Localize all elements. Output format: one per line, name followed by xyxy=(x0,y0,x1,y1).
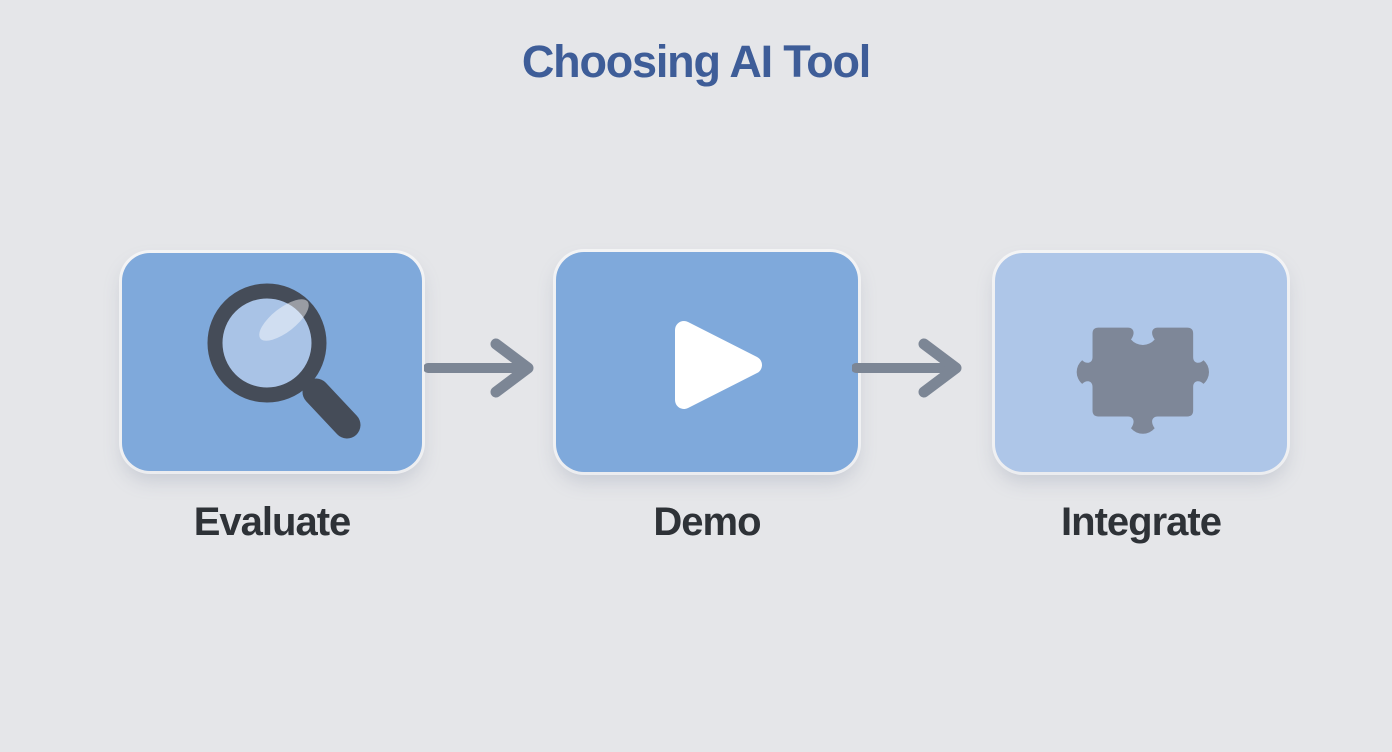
page-title: Choosing AI Tool xyxy=(521,36,871,87)
step-box-demo xyxy=(556,252,858,472)
step-box-evaluate xyxy=(122,253,422,471)
step-label-integrate: Integrate xyxy=(1061,500,1222,544)
puzzle-icon xyxy=(1076,327,1209,434)
play-icon xyxy=(675,321,762,409)
step-box-integrate xyxy=(995,253,1287,472)
magnifier-icon xyxy=(207,283,361,439)
arrow-right-icon xyxy=(424,338,534,398)
arrow-right-icon xyxy=(852,338,962,398)
step-label-evaluate: Evaluate xyxy=(193,500,352,544)
step-label-demo: Demo xyxy=(653,500,761,544)
